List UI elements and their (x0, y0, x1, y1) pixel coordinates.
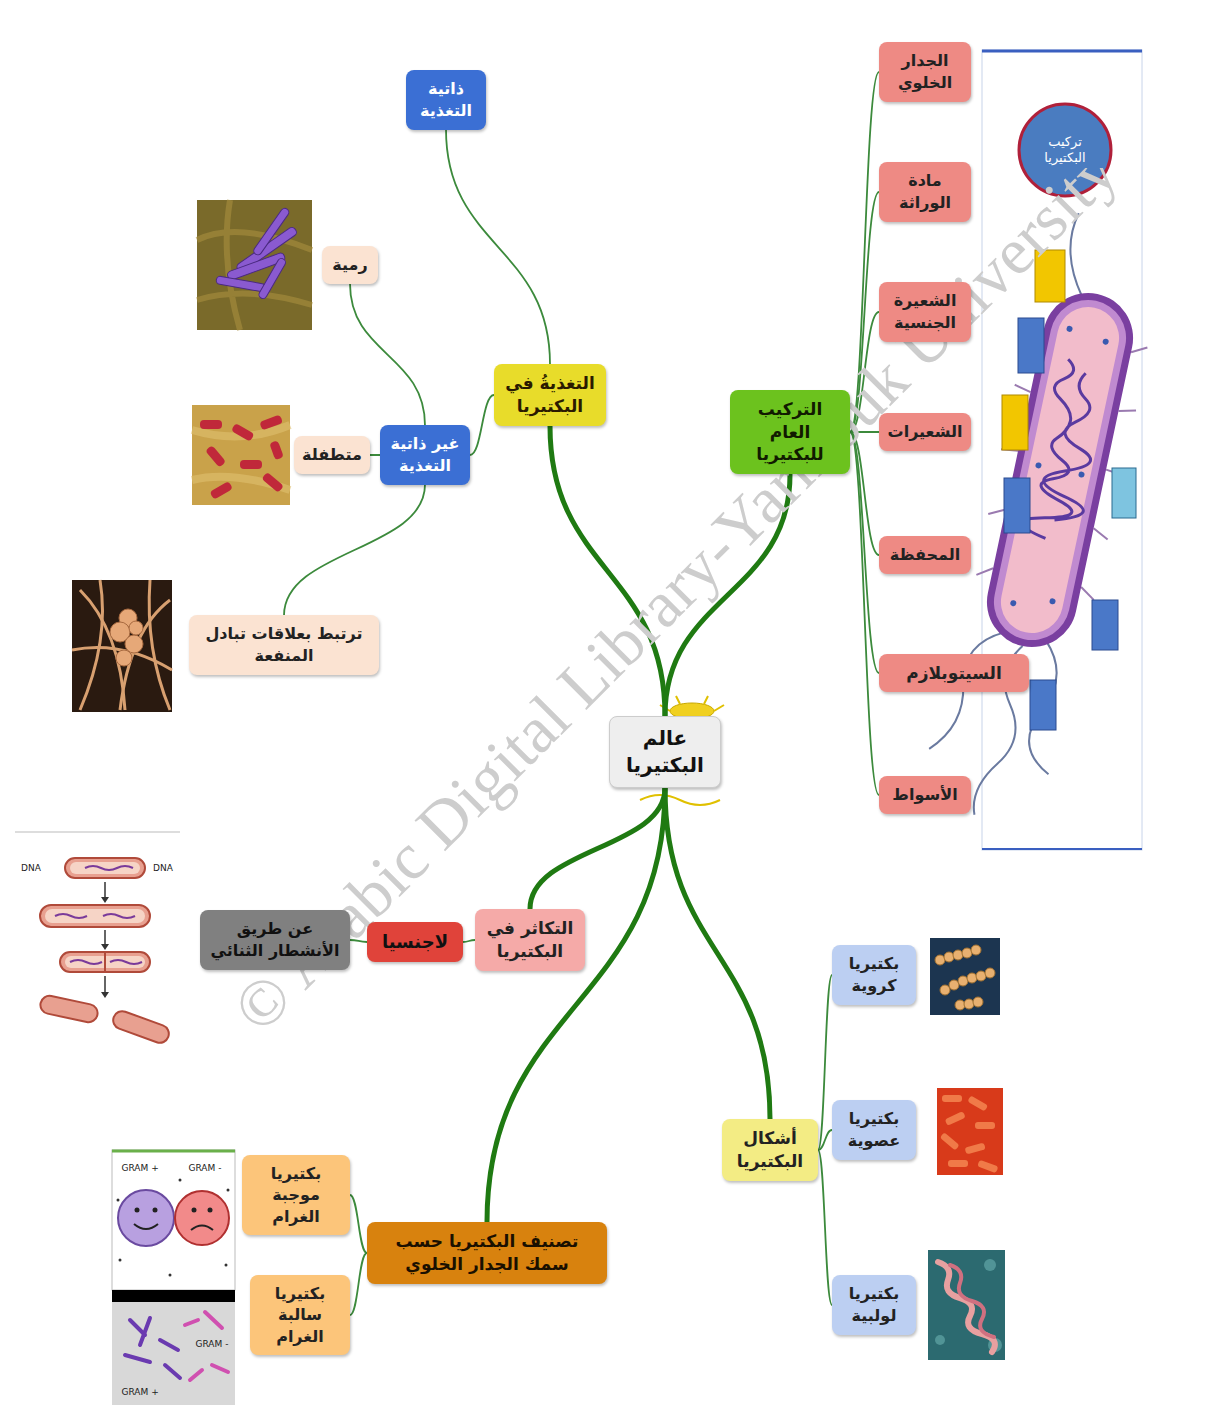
branch-box: أشكال البكتيريا (722, 1119, 818, 1181)
node-text: عالم البكتيريا (616, 725, 714, 779)
branch-connector (850, 432, 879, 795)
branch-connector (350, 1195, 367, 1253)
leaf-box: ترتبط بعلاقات تبادل المنفعة (189, 615, 379, 674)
leaf-box: متطفلة (294, 436, 370, 474)
part-label: GRAM - (195, 1339, 230, 1350)
node-text: مادة الوراثة (885, 170, 965, 213)
leaf-box: الأسواط (879, 776, 971, 814)
leaf-box: بكتيريا لولبية (832, 1275, 916, 1334)
leaf-box: بكتيريا عصوية (832, 1100, 916, 1159)
leaf-box: بكتيريا موجبة الغرام (242, 1155, 350, 1236)
parasite-photo (192, 405, 290, 505)
branch-connector (530, 788, 665, 909)
branch-connector (284, 485, 425, 616)
node-text: بكتيريا سالبة الغرام (256, 1283, 344, 1348)
leaf-box: المحفظة (879, 536, 971, 574)
part-label: GRAM - (188, 1163, 223, 1174)
branch-connector (818, 975, 832, 1150)
part-label: DNA (20, 863, 42, 874)
node-text: عن طريق الأنشطار الثنائي (206, 918, 344, 961)
figure-title: تركيب البكتيريا (1025, 132, 1105, 169)
node-text: بكتيريا لولبية (838, 1283, 910, 1326)
leaf-box: الجدار الخلوي (879, 42, 971, 101)
leaf-box: بكتيريا كروية (832, 945, 916, 1004)
spirilla-photo (928, 1250, 1005, 1360)
leaf-box: بكتيريا سالبة الغرام (250, 1275, 350, 1356)
branch-box: تصنيف البكتيريا حسب سمك الجدار الخلوي (367, 1222, 607, 1284)
leaf-box: عن طريق الأنشطار الثنائي (200, 910, 350, 969)
node-text: ذاتية التغذية (412, 78, 480, 121)
branch-connector (350, 1253, 367, 1315)
leaf-box: الشعيرات (879, 413, 971, 451)
node-text: المحفظة (885, 544, 965, 566)
part-label: GRAM + (121, 1163, 160, 1174)
node-text: بكتيريا موجبة الغرام (248, 1163, 344, 1228)
branch-connector (487, 788, 665, 1222)
branch-connector (470, 395, 494, 455)
binary-fission-figure (15, 832, 180, 1045)
node-text: بكتيريا عصوية (838, 1108, 910, 1151)
leaf-box: السيتوبلازم (879, 654, 1029, 693)
node-text: الجدار الخلوي (885, 50, 965, 93)
leaf-box: رمية (322, 246, 378, 284)
branch-connector (818, 1150, 832, 1305)
gram-stain-figure (112, 1150, 235, 1405)
branch-connector (818, 1130, 832, 1150)
node-text: الأسواط (885, 784, 965, 806)
node-text: رمية (328, 254, 372, 276)
node-text: ترتبط بعلاقات تبادل المنفعة (195, 623, 373, 666)
part-label: DNA (152, 863, 174, 874)
node-text: الشعيرات (885, 421, 965, 443)
leaf-box: الشعيرة الجنسية (879, 282, 971, 341)
central-topic: عالم البكتيريا (609, 716, 721, 788)
root-nodule-photo (72, 580, 172, 712)
part-label: GRAM + (121, 1387, 160, 1398)
node-text: التكاثر في البكتيريا (481, 917, 579, 963)
node-text: تصنيف البكتيريا حسب سمك الجدار الخلوي (373, 1230, 601, 1276)
leaf-box: لاجنسيا (367, 922, 463, 962)
node-text: متطفلة (300, 444, 364, 466)
node-text: غير ذاتية التغذية (386, 433, 464, 476)
branch-box: التكاثر في البكتيريا (475, 909, 585, 971)
node-text: التغذيةُ في البكتيريا (500, 372, 600, 418)
node-text: لاجنسيا (373, 930, 457, 954)
bacilli-photo (937, 1088, 1003, 1175)
branch-connector (370, 454, 380, 456)
branch-connector (446, 130, 550, 364)
node-text: التركيب العام للبكتيريا (736, 398, 844, 467)
leaf-box: مادة الوراثة (879, 162, 971, 221)
saprophyte-photo (197, 200, 312, 330)
branch-box: التركيب العام للبكتيريا (730, 390, 850, 475)
node-text: الشعيرة الجنسية (885, 290, 965, 333)
leaf-box: ذاتية التغذية (406, 70, 486, 129)
leaf-box: غير ذاتية التغذية (380, 425, 470, 484)
branch-connector (350, 284, 425, 426)
branch-connector (665, 788, 770, 1119)
branch-box: التغذيةُ في البكتيريا (494, 364, 606, 426)
node-text: بكتيريا كروية (838, 953, 910, 996)
branch-connector (463, 940, 475, 942)
node-text: أشكال البكتيريا (728, 1127, 812, 1173)
node-text: السيتوبلازم (885, 662, 1023, 685)
cocci-photo (930, 938, 1000, 1015)
